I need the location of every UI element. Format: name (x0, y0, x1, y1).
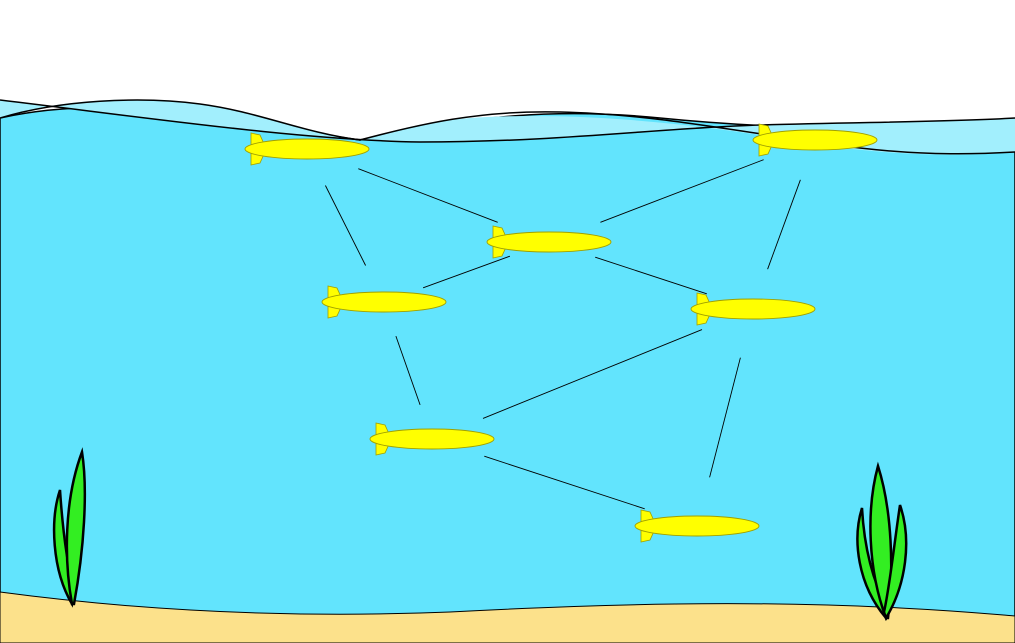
seabed-sand (0, 591, 1015, 643)
link-layer (324, 159, 801, 510)
surface-line-front (0, 99, 1015, 143)
link-auv-2-auv-3 (600, 159, 764, 223)
vehicle-hull (634, 515, 760, 537)
vehicle-hull (486, 231, 612, 253)
vehicle-auv-7 (634, 509, 760, 543)
vehicle-auv-5 (690, 292, 816, 326)
link-auv-3-auv-4 (422, 255, 511, 289)
seaweed-right (856, 461, 908, 621)
vehicle-auv-1 (244, 132, 370, 166)
link-auv-5-auv-6 (482, 329, 703, 419)
surface-wave-band (0, 99, 1015, 155)
vehicle-hull (369, 428, 495, 450)
vehicle-hull (321, 291, 447, 313)
vehicle-auv-4 (321, 285, 447, 319)
link-auv-4-auv-6 (395, 335, 421, 406)
link-auv-1-auv-4 (324, 185, 367, 266)
vehicle-hull (690, 298, 816, 320)
vehicle-hull (752, 129, 878, 151)
vehicle-auv-3 (486, 225, 612, 259)
link-auv-6-auv-7 (484, 455, 645, 510)
surface-line-back (0, 99, 1015, 155)
seaweed-left (52, 447, 87, 608)
vehicle-auv-6 (369, 422, 495, 456)
link-auv-3-auv-5 (595, 256, 707, 295)
link-auv-1-auv-3 (358, 168, 498, 223)
vehicle-hull (244, 138, 370, 160)
vehicle-auv-2 (752, 123, 878, 157)
link-auv-5-auv-7 (709, 357, 741, 478)
vehicle-layer (244, 123, 878, 543)
link-auv-2-auv-5 (767, 179, 801, 270)
